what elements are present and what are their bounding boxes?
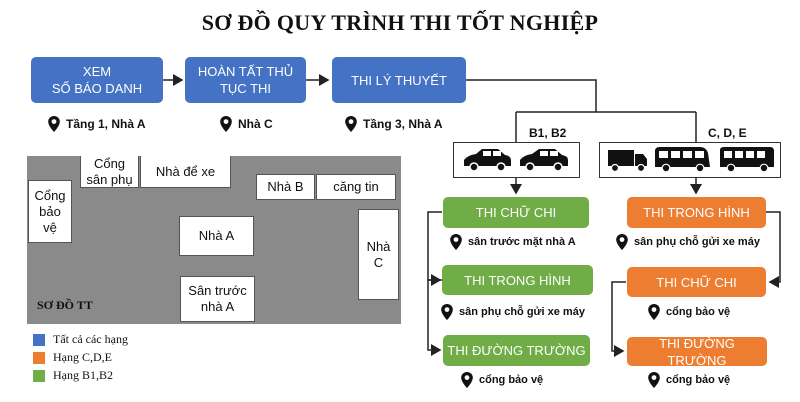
legend-label: Hạng C,D,E [53,350,112,364]
b-location-3: cổng bảo vệ [459,371,543,389]
legend-swatch-blue [33,333,45,346]
location-step-1: Tầng 1, Nhà A [46,115,146,133]
legend-label: Hạng B1,B2 [53,368,113,382]
legend-swatch-green [33,369,45,382]
cde-location-2: cổng bảo vệ [646,303,730,321]
cde-step-thi-trong-hinh: THI TRONG HÌNH [627,197,766,228]
map-nha-c: Nhà C [358,209,399,300]
location-label: sân trước mặt nhà A [468,236,576,248]
b-step-thi-duong-truong: THI ĐƯỜNG TRƯỜNG [443,335,590,366]
location-pin-icon [220,116,232,132]
legend-item-cde: Hạng C,D,E [33,350,112,365]
diagram-title: SƠ ĐỒ QUY TRÌNH THI TỐT NGHIỆP [201,10,599,35]
step-xem-so-bao-danh: XEM SỐ BÁO DANH [31,57,163,103]
location-pin-icon [648,304,660,320]
vehicle-box-b [453,142,580,178]
location-pin-icon [450,234,462,250]
location-step-2: Nhà C [218,115,273,133]
cde-location-3: cổng bảo vệ [646,371,730,389]
b-step-thi-chu-chi: THI CHỮ CHI [443,197,589,228]
legend-label: Tất cả các hạng [53,332,128,346]
location-label: sân phụ chỗ gửi xe máy [459,306,585,318]
map-san-truoc-nha-a: Sân trước nhà A [180,276,255,322]
truck-icon [608,147,774,173]
map-nha-b: Nhà B [256,174,315,200]
map-cong-san-phu: Cổng sân phụ [80,156,139,188]
map-label: SƠ ĐỒ TT [37,298,93,312]
b-step-thi-trong-hinh: THI TRONG HÌNH [442,265,593,295]
location-pin-icon [441,304,453,320]
group-label-cde: C, D, E [708,126,747,140]
location-label: cổng bảo vệ [479,374,544,386]
location-step-3: Tầng 3, Nhà A [343,115,443,133]
step-thi-ly-thuyet: THI LÝ THUYẾT [332,57,466,103]
location-label: cổng bảo vệ [666,306,731,318]
legend-item-b: Hạng B1,B2 [33,368,113,383]
cde-step-thi-chu-chi: THI CHỮ CHI [627,267,766,297]
legend-swatch-orange [33,351,45,364]
car-icon [464,149,568,172]
map-nha-de-xe: Nhà để xe [140,156,231,188]
map-cang-tin: căng tin [316,174,396,200]
b-location-2: sân phụ chỗ gửi xe máy [439,303,585,321]
location-label: sân phụ chỗ gửi xe máy [634,236,760,248]
location-pin-icon [648,372,660,388]
step-hoan-tat-thu-tuc: HOÀN TẤT THỦ TỤC THI [185,57,306,103]
cde-location-1: sân phụ chỗ gửi xe máy [614,233,760,251]
group-label-b: B1, B2 [529,126,567,140]
map-nha-a: Nhà A [179,216,254,256]
vehicle-box-cde [599,142,781,178]
location-pin-icon [345,116,357,132]
location-pin-icon [461,372,473,388]
location-label: Tầng 1, Nhà A [66,117,146,131]
location-label: Tầng 3, Nhà A [363,117,443,131]
map-cong-bao-ve: Cổng bảo vệ [28,180,72,243]
location-pin-icon [616,234,628,250]
location-pin-icon [48,116,60,132]
legend-item-all: Tất cả các hạng [33,332,128,347]
location-label: Nhà C [238,117,273,131]
location-label: cổng bảo vệ [666,374,731,386]
b-location-1: sân trước mặt nhà A [448,233,576,251]
cde-step-thi-duong-truong: THI ĐƯỜNG TRƯỜNG [627,336,767,368]
